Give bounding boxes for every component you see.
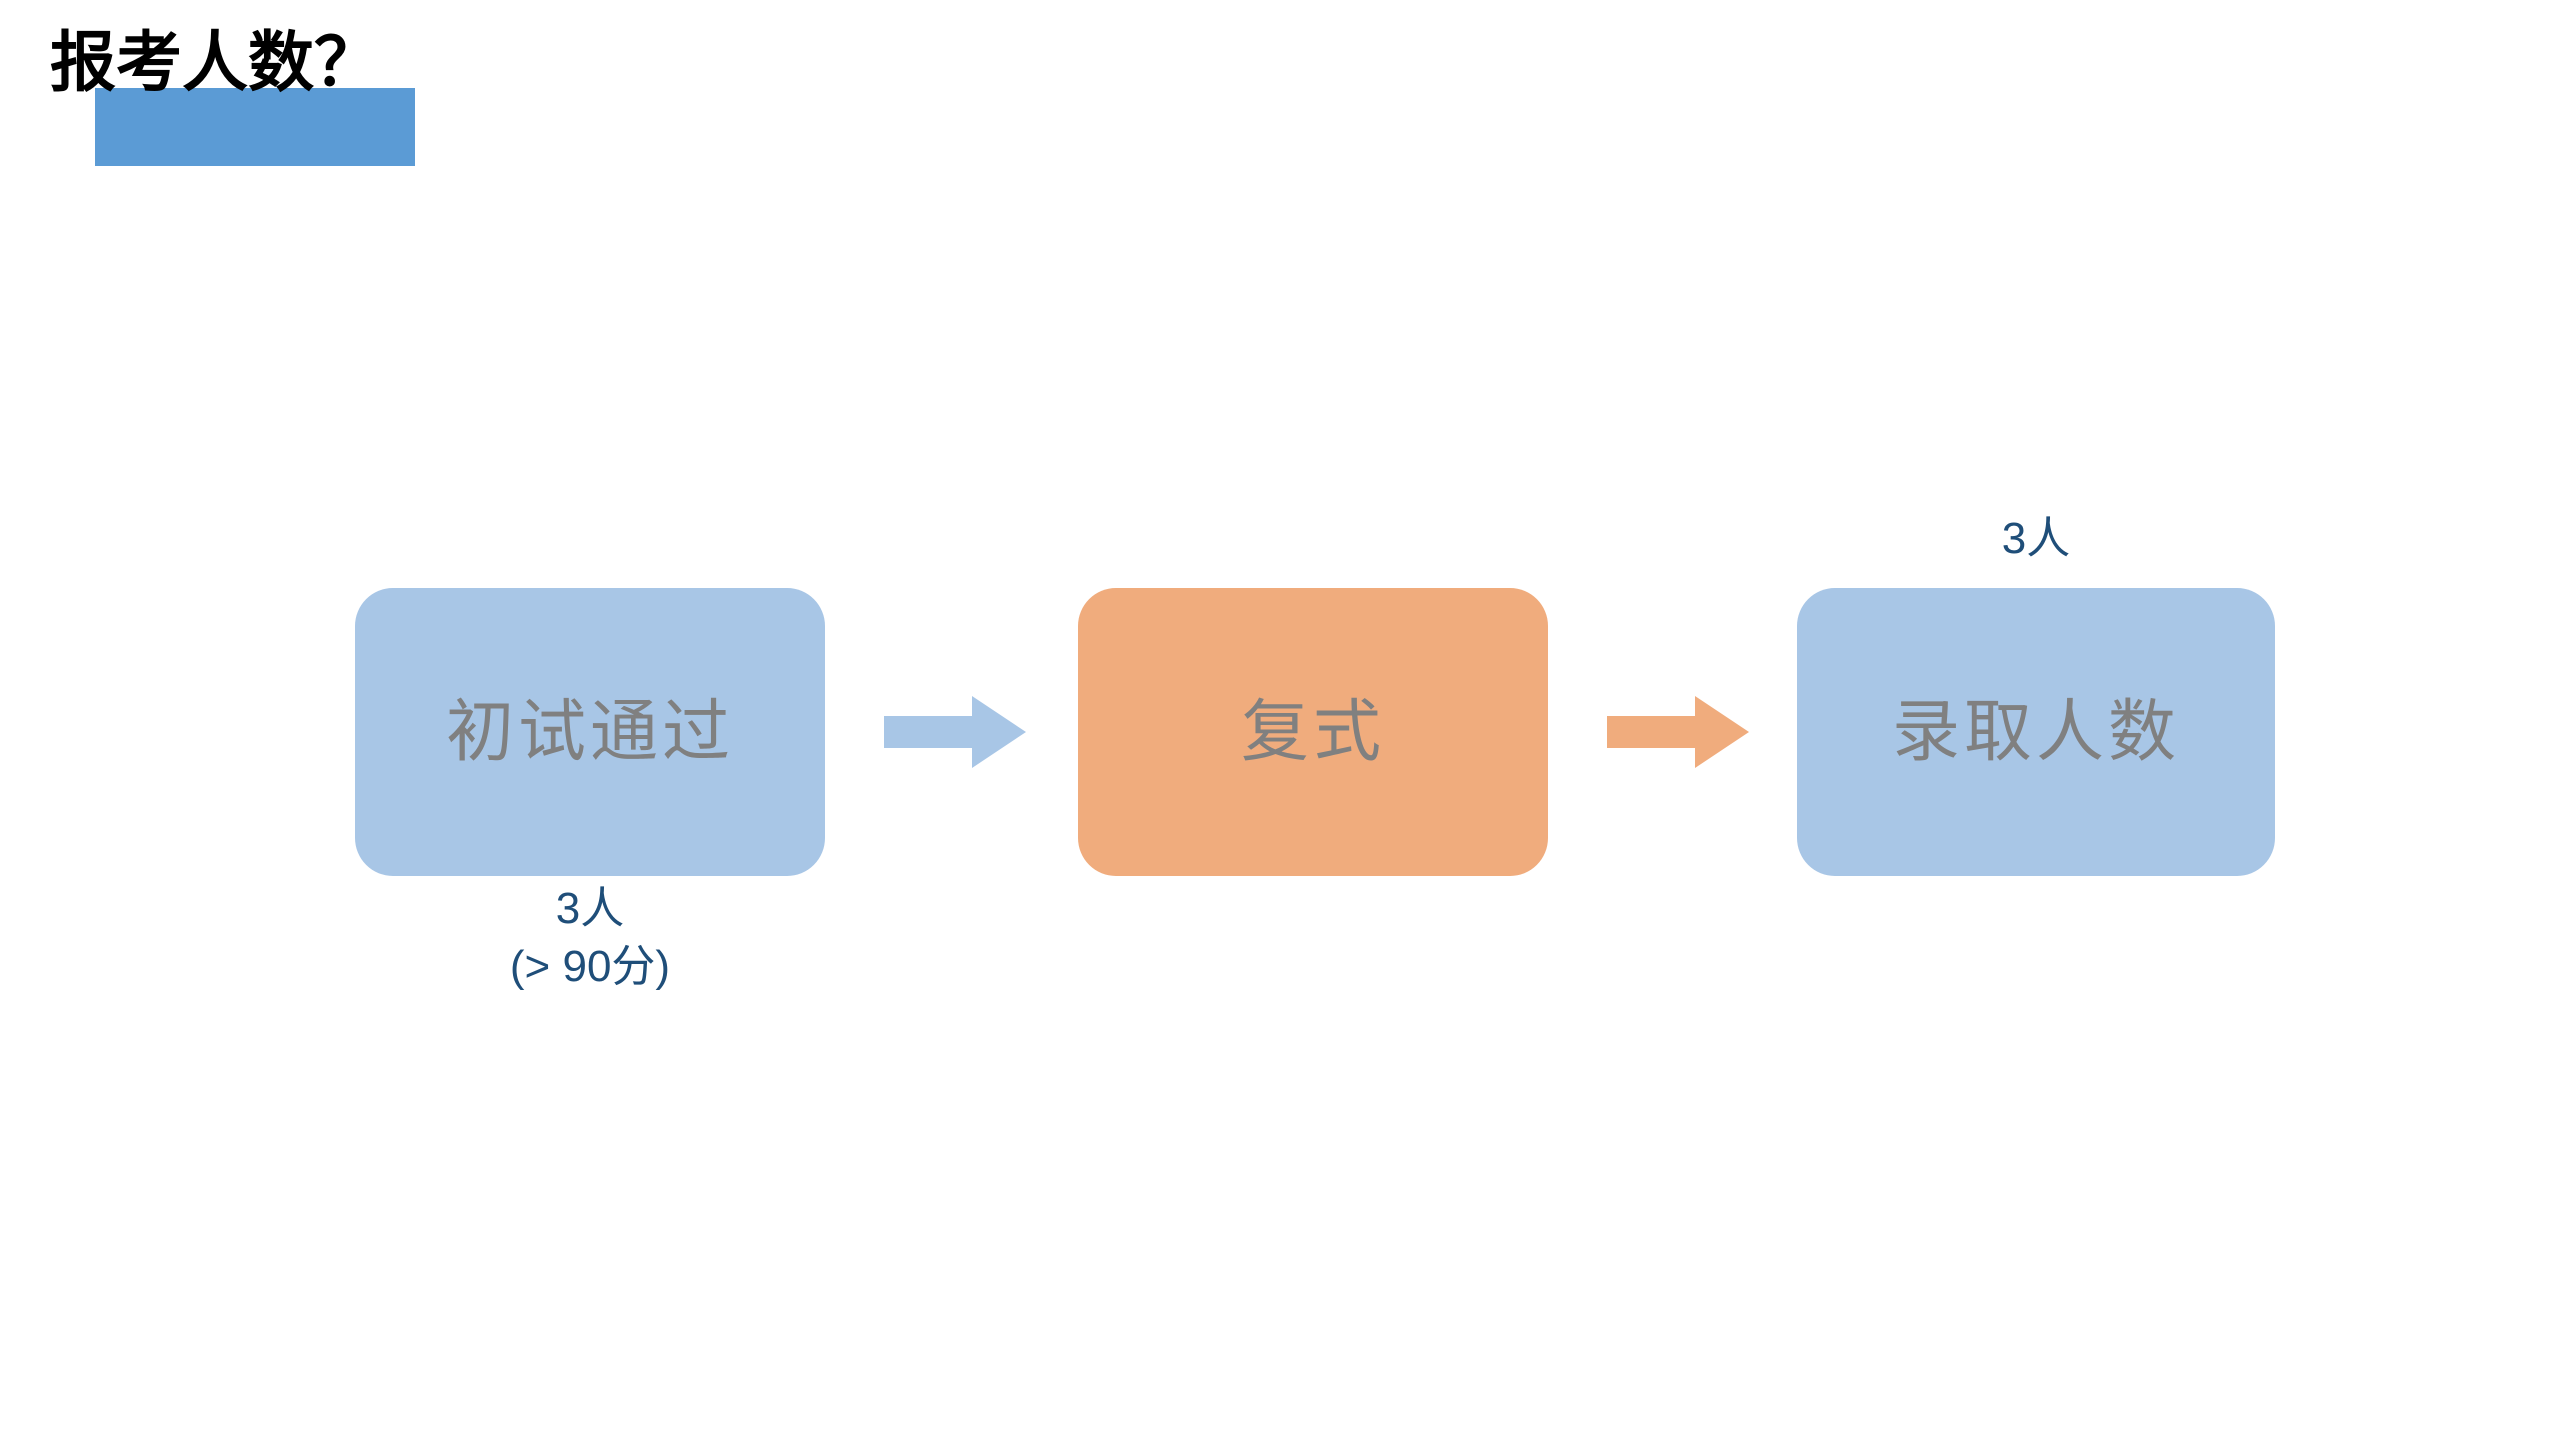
flow-node-chushi-tongguo[interactable]: 初试通过 [355,588,825,876]
flow-node-label: 录取人数 [1891,694,2180,770]
flow-node-3-caption: 3人 [1797,510,2275,568]
flow-node-fushi[interactable]: 复式 [1078,588,1548,876]
title-highlight-bar [95,88,415,166]
flow-node-luqu-renshu[interactable]: 录取人数 [1797,588,2275,876]
page-title: 报考人数？ [50,25,380,99]
slide-title-area: 报考人数？ [0,0,600,230]
right-block-arrow-icon-orange [1607,696,1749,768]
flow-node-label: 复式 [1240,694,1385,770]
flow-node-1-caption: 3人 (> 90分) [355,880,825,996]
caption-count: 3人 [555,884,625,933]
caption-count: 3人 [2001,514,2071,563]
flow-node-label: 初试通过 [445,694,734,770]
right-block-arrow-icon-blue [884,696,1026,768]
caption-condition: (> 90分) [509,942,671,992]
